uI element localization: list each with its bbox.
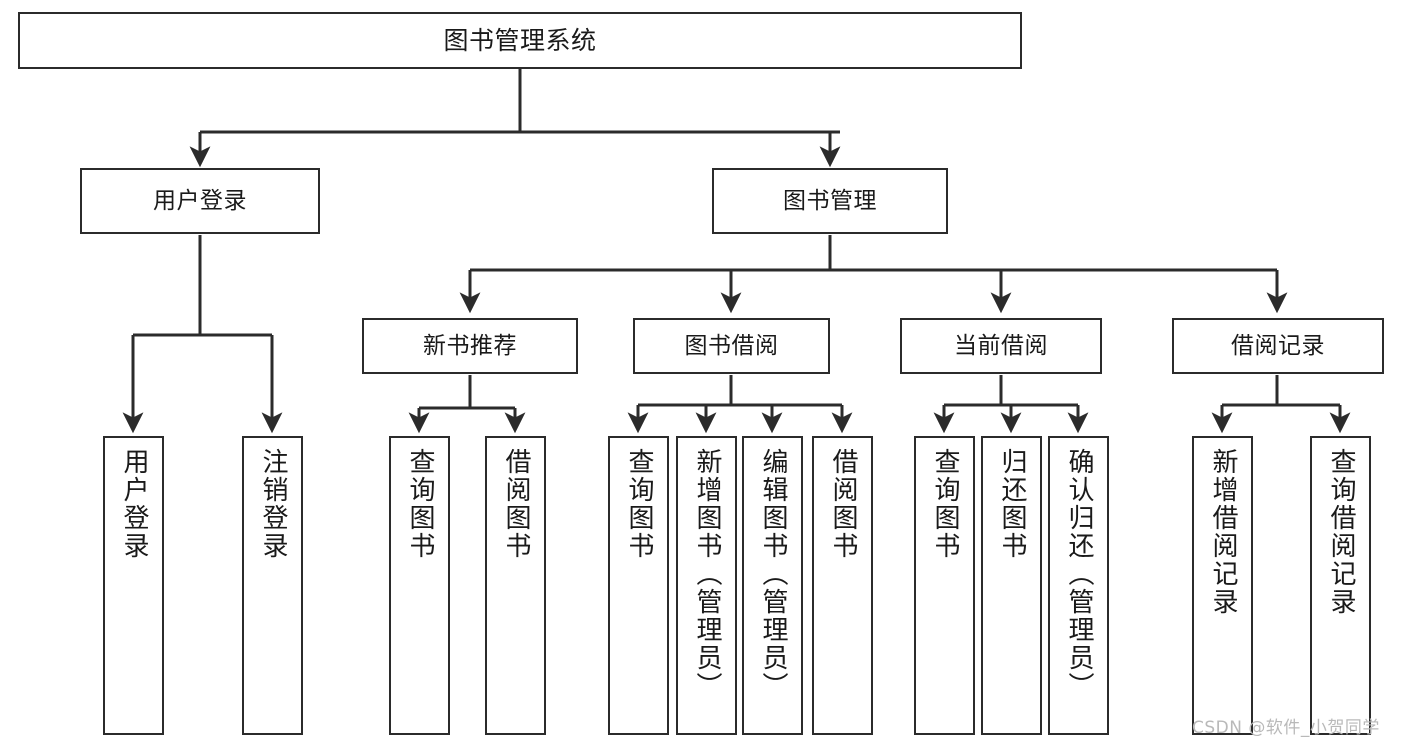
node-label: 注销登录	[258, 448, 289, 560]
leaf-query-book-recommend[interactable]: 查询图书	[389, 436, 450, 735]
node-label: 编辑图书（管理员）	[758, 448, 789, 700]
node-book-borrow[interactable]: 图书借阅	[633, 318, 830, 374]
leaf-add-borrow-record[interactable]: 新增借阅记录	[1192, 436, 1253, 735]
node-new-book-recommend[interactable]: 新书推荐	[362, 318, 578, 374]
leaf-add-book-admin[interactable]: 新增图书（管理员）	[676, 436, 737, 735]
node-label: 新书推荐	[423, 332, 517, 359]
node-user-login[interactable]: 用户登录	[80, 168, 320, 234]
watermark: CSDN @软件_小贺同学	[1192, 718, 1380, 738]
node-label: 用户登录	[119, 448, 150, 560]
leaf-user-login[interactable]: 用户登录	[103, 436, 164, 735]
node-label: 查询借阅记录	[1326, 448, 1357, 616]
leaf-query-book-borrow[interactable]: 查询图书	[608, 436, 669, 735]
leaf-query-borrow-record[interactable]: 查询借阅记录	[1310, 436, 1371, 735]
leaf-logout[interactable]: 注销登录	[242, 436, 303, 735]
node-label: 查询图书	[930, 448, 961, 560]
node-label: 新增借阅记录	[1208, 448, 1239, 616]
node-label: 归还图书	[997, 448, 1028, 560]
node-label: 借阅图书	[501, 448, 532, 560]
node-label: 查询图书	[405, 448, 436, 560]
node-label: 借阅图书	[828, 448, 859, 560]
node-root-book-management-system[interactable]: 图书管理系统	[18, 12, 1022, 69]
node-label: 查询图书	[624, 448, 655, 560]
node-book-management[interactable]: 图书管理	[712, 168, 948, 234]
node-label: 借阅记录	[1231, 332, 1325, 359]
node-current-borrow[interactable]: 当前借阅	[900, 318, 1102, 374]
node-label: 图书管理系统	[443, 26, 597, 55]
node-label: 图书借阅	[684, 332, 779, 359]
leaf-borrow-book-recommend[interactable]: 借阅图书	[485, 436, 546, 735]
leaf-edit-book-admin[interactable]: 编辑图书（管理员）	[742, 436, 803, 735]
leaf-query-book-current[interactable]: 查询图书	[914, 436, 975, 735]
node-label: 新增图书（管理员）	[692, 448, 723, 700]
node-label: 图书管理	[783, 187, 877, 214]
node-borrow-record[interactable]: 借阅记录	[1172, 318, 1384, 374]
node-label: 确认归还（管理员）	[1064, 448, 1095, 700]
leaf-borrow-book[interactable]: 借阅图书	[812, 436, 873, 735]
leaf-return-book[interactable]: 归还图书	[981, 436, 1042, 735]
leaf-confirm-return-admin[interactable]: 确认归还（管理员）	[1048, 436, 1109, 735]
node-label: 用户登录	[153, 187, 247, 214]
node-label: 当前借阅	[954, 332, 1048, 359]
